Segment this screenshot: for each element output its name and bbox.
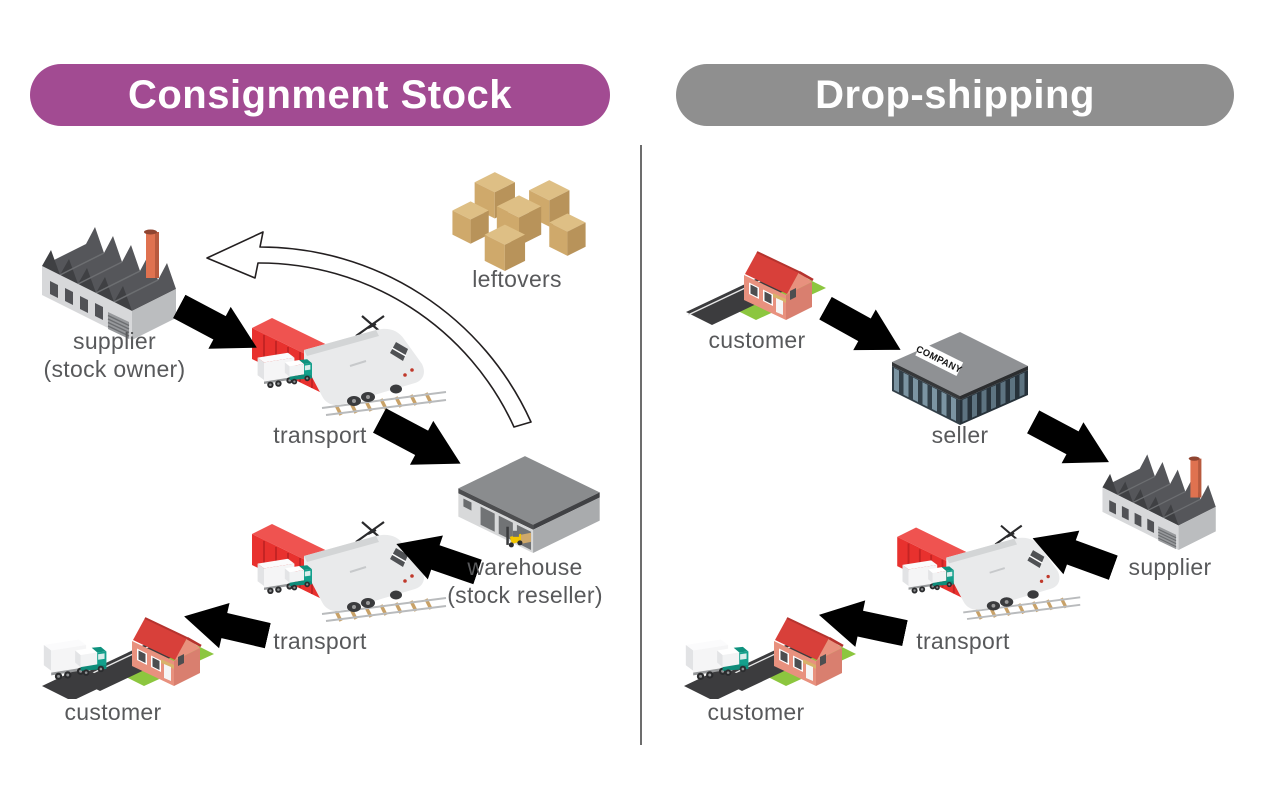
seller-label: seller <box>931 422 989 448</box>
transport-label: transport <box>916 628 1010 654</box>
customer-house-icon <box>686 228 826 333</box>
seller-company-building-icon <box>884 326 1034 426</box>
supplier-label: supplier <box>1128 554 1212 580</box>
supplier-label: supplier (stock owner) <box>43 328 186 383</box>
customer-label: customer <box>707 699 805 725</box>
leftovers-label: leftovers <box>472 266 562 292</box>
panel-divider <box>640 145 642 745</box>
customer-label: customer <box>708 327 806 353</box>
right-panel-title: Drop-shipping <box>815 72 1095 117</box>
left-panel-title: Consignment Stock <box>127 72 513 117</box>
consignment-stock-header: Consignment Stock <box>30 64 610 126</box>
transport-label: transport <box>273 628 367 654</box>
warehouse-label: warehouse (stock reseller) <box>447 554 603 609</box>
transport-label: transport <box>273 422 367 448</box>
return-arrow-leftovers-to-supplier <box>197 228 542 433</box>
warehouse-icon <box>446 448 608 555</box>
drop-shipping-header: Drop-shipping <box>676 64 1234 126</box>
customer-label: customer <box>64 699 162 725</box>
